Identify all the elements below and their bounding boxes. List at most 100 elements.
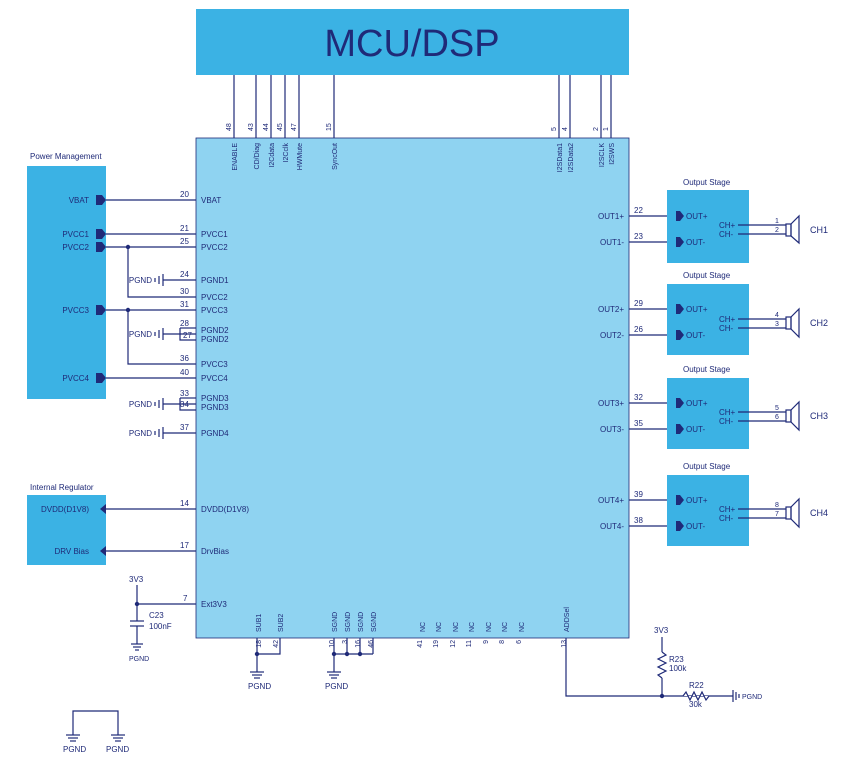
pin-name: OUT3+ — [598, 399, 624, 408]
pin-name: I2SData1 — [557, 143, 564, 172]
pgnd-label: PGND — [129, 429, 152, 438]
pin-num: 29 — [634, 299, 643, 308]
r23-ref: R23 — [669, 655, 684, 664]
pin-name: SGND — [332, 612, 339, 632]
rail-3v3: 3V3 — [129, 575, 144, 584]
pin-num: 48 — [226, 123, 233, 131]
pin-num: 23 — [634, 232, 643, 241]
pin-name: I2SWS — [609, 143, 616, 165]
pin-num: 25 — [180, 237, 189, 246]
pin-num: 11 — [466, 640, 473, 647]
speaker-pin: 1 — [775, 218, 779, 225]
power-management-title: Power Management — [30, 152, 102, 161]
stage-in-label: OUT+ — [686, 399, 708, 408]
pin-num: 34 — [180, 400, 189, 409]
pin-num: 9 — [483, 640, 490, 644]
pin-num: 47 — [291, 123, 298, 131]
port-label: DRV Bias — [54, 547, 89, 556]
output-stage-title: Output Stage — [683, 271, 731, 280]
speaker-icon — [785, 400, 800, 432]
pin-num: 41 — [417, 640, 424, 648]
pin-num: 6 — [516, 640, 523, 644]
pin-name: NC — [502, 622, 509, 632]
pin-name: Ext3V3 — [201, 600, 227, 609]
pin-num: 38 — [634, 516, 643, 525]
pgnd-label: PGND — [129, 400, 152, 409]
pin-num: 8 — [499, 640, 506, 644]
pin-num: 2 — [593, 127, 600, 131]
port-label: DVDD(D1V8) — [41, 505, 89, 514]
pin-num: 14 — [180, 499, 189, 508]
pin-name: NC — [486, 622, 493, 632]
pin-name: OUT2- — [600, 331, 624, 340]
pin-num: 7 — [183, 594, 188, 603]
port-label: PVCC3 — [62, 306, 89, 315]
speaker-label: CH1 — [810, 225, 828, 235]
pin-name: I2Cclk — [283, 143, 290, 163]
pin-num: 1 — [603, 127, 610, 131]
pin-num: 21 — [180, 224, 189, 233]
pin-num: 30 — [180, 287, 189, 296]
speaker-pin: 2 — [775, 227, 779, 234]
speaker-label: CH3 — [810, 411, 828, 421]
pin-name: HWMute — [297, 143, 304, 170]
pin-name: PGND2 — [201, 335, 229, 344]
pin-num: 12 — [450, 640, 457, 648]
pin-num: 4 — [562, 127, 569, 131]
pin-num: 16 — [355, 640, 362, 648]
c23-capacitor: 3V3 PGND C23 100nF — [129, 575, 172, 663]
speaker-label: CH2 — [810, 318, 828, 328]
pgnd-label: PGND — [325, 682, 348, 691]
c23-value: 100nF — [149, 622, 172, 631]
speaker-pin: 5 — [775, 405, 779, 412]
output-stage-title: Output Stage — [683, 462, 731, 471]
pgnd-label: PGND — [742, 694, 762, 701]
stage-ch-label: CH- — [719, 324, 734, 333]
output-stage-3: Output Stage OUT+ OUT- CH+ CH- 5 6 CH3 — [667, 365, 828, 449]
pin-name: PGND3 — [201, 394, 229, 403]
stage-ch-label: CH+ — [719, 505, 736, 514]
pgnd-label: PGND — [129, 656, 149, 663]
port-label: PVCC1 — [62, 230, 89, 239]
speaker-icon — [785, 497, 800, 529]
pin-num: 37 — [180, 423, 189, 432]
stage-ch-label: CH+ — [719, 221, 736, 230]
internal-regulator-title: Internal Regulator — [30, 483, 94, 492]
pin-name: OUT3- — [600, 425, 624, 434]
stage-ch-label: CH- — [719, 514, 734, 523]
stage-in-label: OUT+ — [686, 496, 708, 505]
pin-name: ADDSel — [564, 607, 571, 632]
pgnd-label: PGND — [129, 330, 152, 339]
pin-name: SUB2 — [278, 614, 285, 632]
pin-num: 24 — [180, 270, 189, 279]
port-label: PVCC4 — [62, 374, 89, 383]
pin-num: 28 — [180, 319, 189, 328]
stage-in-label: OUT- — [686, 238, 705, 247]
pin-num: 44 — [263, 123, 270, 131]
stage-ch-label: CH- — [719, 417, 734, 426]
stage-in-label: OUT- — [686, 522, 705, 531]
pin-name: PGND4 — [201, 429, 229, 438]
ground-icon — [154, 398, 164, 410]
output-stage-title: Output Stage — [683, 178, 731, 187]
address-resistors: 3V3 R23 100k R22 30k PGND — [654, 626, 762, 709]
stage-ch-label: CH- — [719, 230, 734, 239]
output-stage-title: Output Stage — [683, 365, 731, 374]
port-label: VBAT — [69, 196, 89, 205]
speaker-pin: 7 — [775, 511, 779, 518]
output-stage-4: Output Stage OUT+ OUT- CH+ CH- 8 7 CH4 — [667, 462, 828, 546]
pin-name: SGND — [345, 612, 352, 632]
stage-ch-label: CH+ — [719, 408, 736, 417]
pin-name: PVCC1 — [201, 230, 228, 239]
speaker-pin: 6 — [775, 414, 779, 421]
pgnd-label: PGND — [248, 682, 271, 691]
pgnd-label: PGND — [63, 745, 86, 754]
pin-num: 22 — [634, 206, 643, 215]
stage-in-label: OUT- — [686, 331, 705, 340]
pin-name: DrvBias — [201, 547, 229, 556]
speaker-pin: 8 — [775, 502, 779, 509]
pin-name: PVCC3 — [201, 306, 228, 315]
pin-name: SyncOut — [332, 143, 339, 170]
pin-name: OUT4- — [600, 522, 624, 531]
